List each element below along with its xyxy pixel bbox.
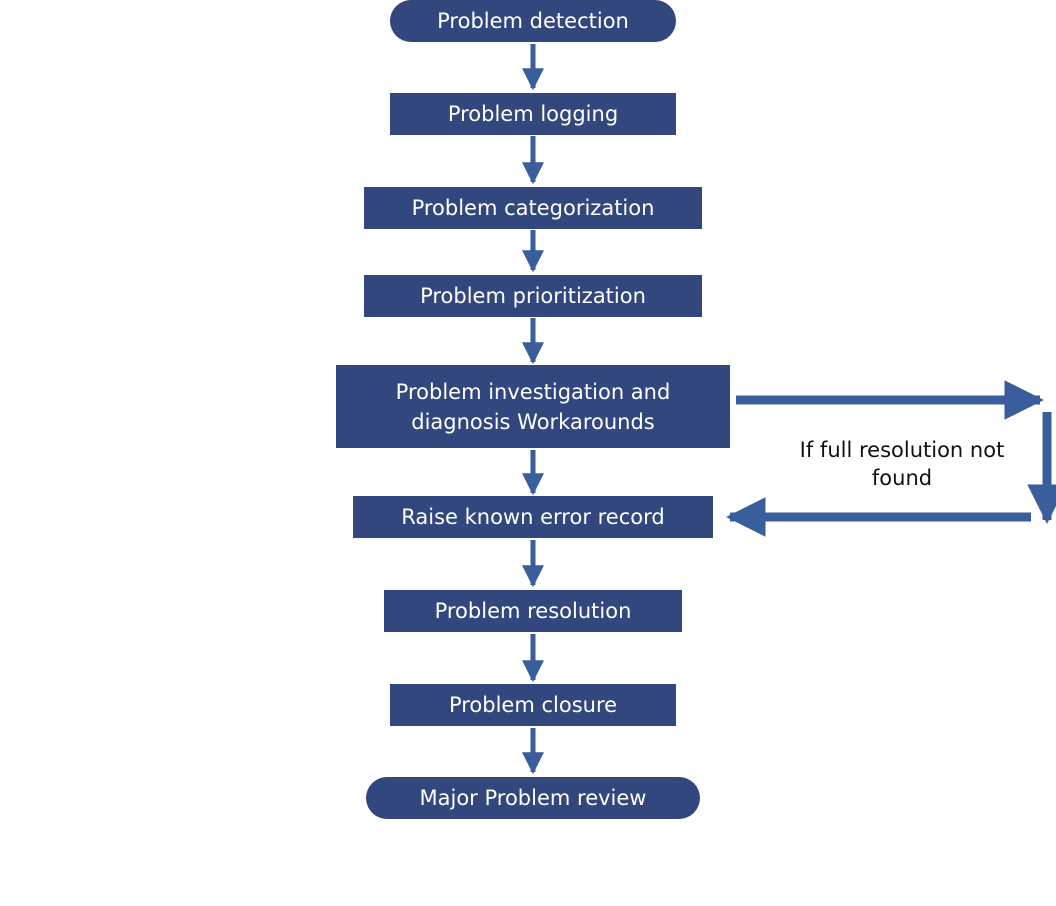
step-raise-known-error-record: Raise known error record (353, 496, 713, 538)
step-label: Problem investigation and diagnosis Work… (395, 379, 671, 434)
step-label: Problem resolution (434, 599, 632, 623)
step-label: Raise known error record (401, 505, 665, 529)
step-problem-logging: Problem logging (390, 93, 676, 135)
step-label: Problem prioritization (420, 284, 646, 308)
step-problem-prioritization: Problem prioritization (364, 275, 702, 317)
step-label: Major Problem review (419, 786, 647, 810)
step-problem-categorization: Problem categorization (364, 187, 702, 229)
step-problem-resolution: Problem resolution (384, 590, 682, 632)
step-label: Problem closure (448, 693, 618, 717)
loop-condition-note: If full resolution not found (799, 438, 1005, 490)
step-problem-investigation: Problem investigation and diagnosis Work… (336, 365, 730, 448)
step-label: Problem logging (447, 102, 619, 126)
step-label: Problem categorization (411, 196, 655, 220)
step-problem-detection: Problem detection (390, 0, 676, 42)
step-major-problem-review: Major Problem review (366, 777, 700, 819)
step-problem-closure: Problem closure (390, 684, 676, 726)
step-label: Problem detection (437, 9, 629, 33)
